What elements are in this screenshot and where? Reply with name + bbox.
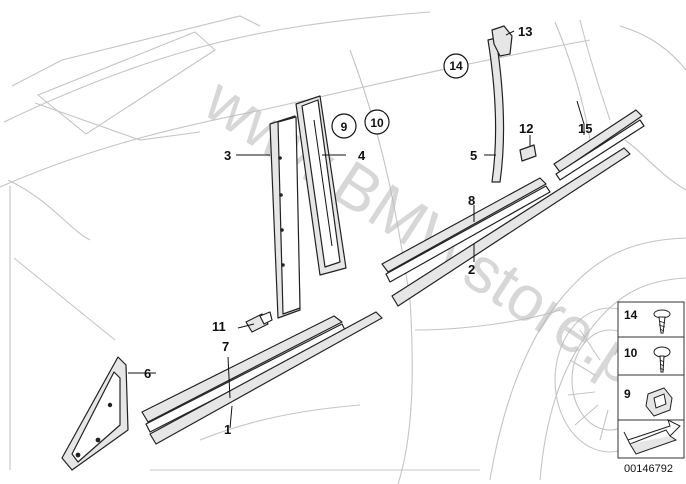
document-id: 00146792 (624, 463, 673, 475)
callout-4: 4 (358, 148, 366, 163)
screw-icon (653, 309, 671, 334)
fastener-legend: 14 10 9 (617, 301, 685, 459)
leader-lines (128, 30, 585, 429)
part-3-pillar-trim (269, 115, 301, 319)
callout-12: 12 (519, 121, 533, 136)
callout-13: 13 (518, 24, 532, 39)
callout-10-circled: 10 (370, 116, 384, 130)
rivet-icon (653, 346, 671, 373)
callout-7: 7 (222, 339, 229, 354)
callout-3: 3 (224, 148, 231, 163)
part-1-sill-strip (149, 311, 383, 445)
part-5-channel-strip (487, 37, 505, 183)
car-body-outline (0, 11, 686, 484)
legend-label-10: 10 (624, 346, 638, 360)
callout-8: 8 (468, 193, 475, 208)
part-2-sill-strip (391, 147, 631, 307)
part-7-seal-strip (141, 315, 347, 433)
part-8-seal-strip (381, 177, 551, 283)
callout-2: 2 (468, 262, 475, 277)
callout-5: 5 (470, 148, 477, 163)
callout-11: 11 (212, 319, 226, 334)
callout-9-circled: 9 (341, 120, 348, 134)
circled-callouts: 14 9 10 (331, 53, 469, 139)
callout-14-circled: 14 (449, 59, 463, 73)
part-11-clip (245, 311, 273, 333)
callout-1: 1 (224, 422, 231, 437)
arrow-icon (623, 419, 681, 455)
part-12-pad (519, 144, 537, 162)
part-4-pillar-trim (295, 95, 347, 276)
clip-icon (645, 387, 673, 417)
part-15-rear-strip (553, 109, 645, 181)
callout-15: 15 (578, 121, 592, 136)
callout-6: 6 (144, 366, 151, 381)
part-6-mirror-triangle (61, 356, 129, 471)
part-13-bracket (491, 25, 513, 57)
callout-labels: 3 4 5 6 7 1 11 8 2 12 13 15 (144, 24, 592, 437)
legend-label-9: 9 (624, 387, 631, 401)
legend-label-14: 14 (624, 308, 638, 322)
